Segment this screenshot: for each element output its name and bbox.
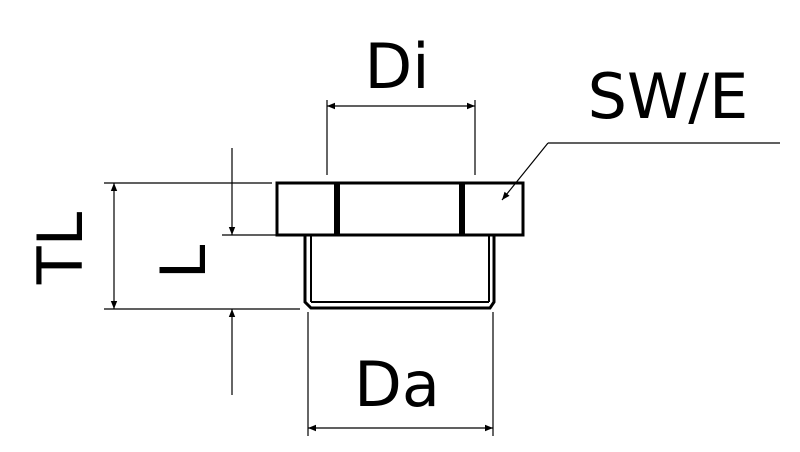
l-dimension	[222, 148, 276, 395]
tl-label: TL	[24, 211, 97, 285]
threaded-spigot	[303, 235, 496, 310]
da-label: Da	[354, 348, 440, 421]
da-dimension	[307, 312, 494, 436]
di-dimension	[326, 100, 476, 175]
tl-dimension	[104, 182, 300, 310]
l-label: L	[147, 244, 220, 279]
hex-nut	[275, 181, 525, 237]
sw-leader	[501, 142, 780, 201]
sw-label: SW/E	[588, 60, 749, 133]
di-label: Di	[365, 30, 430, 103]
